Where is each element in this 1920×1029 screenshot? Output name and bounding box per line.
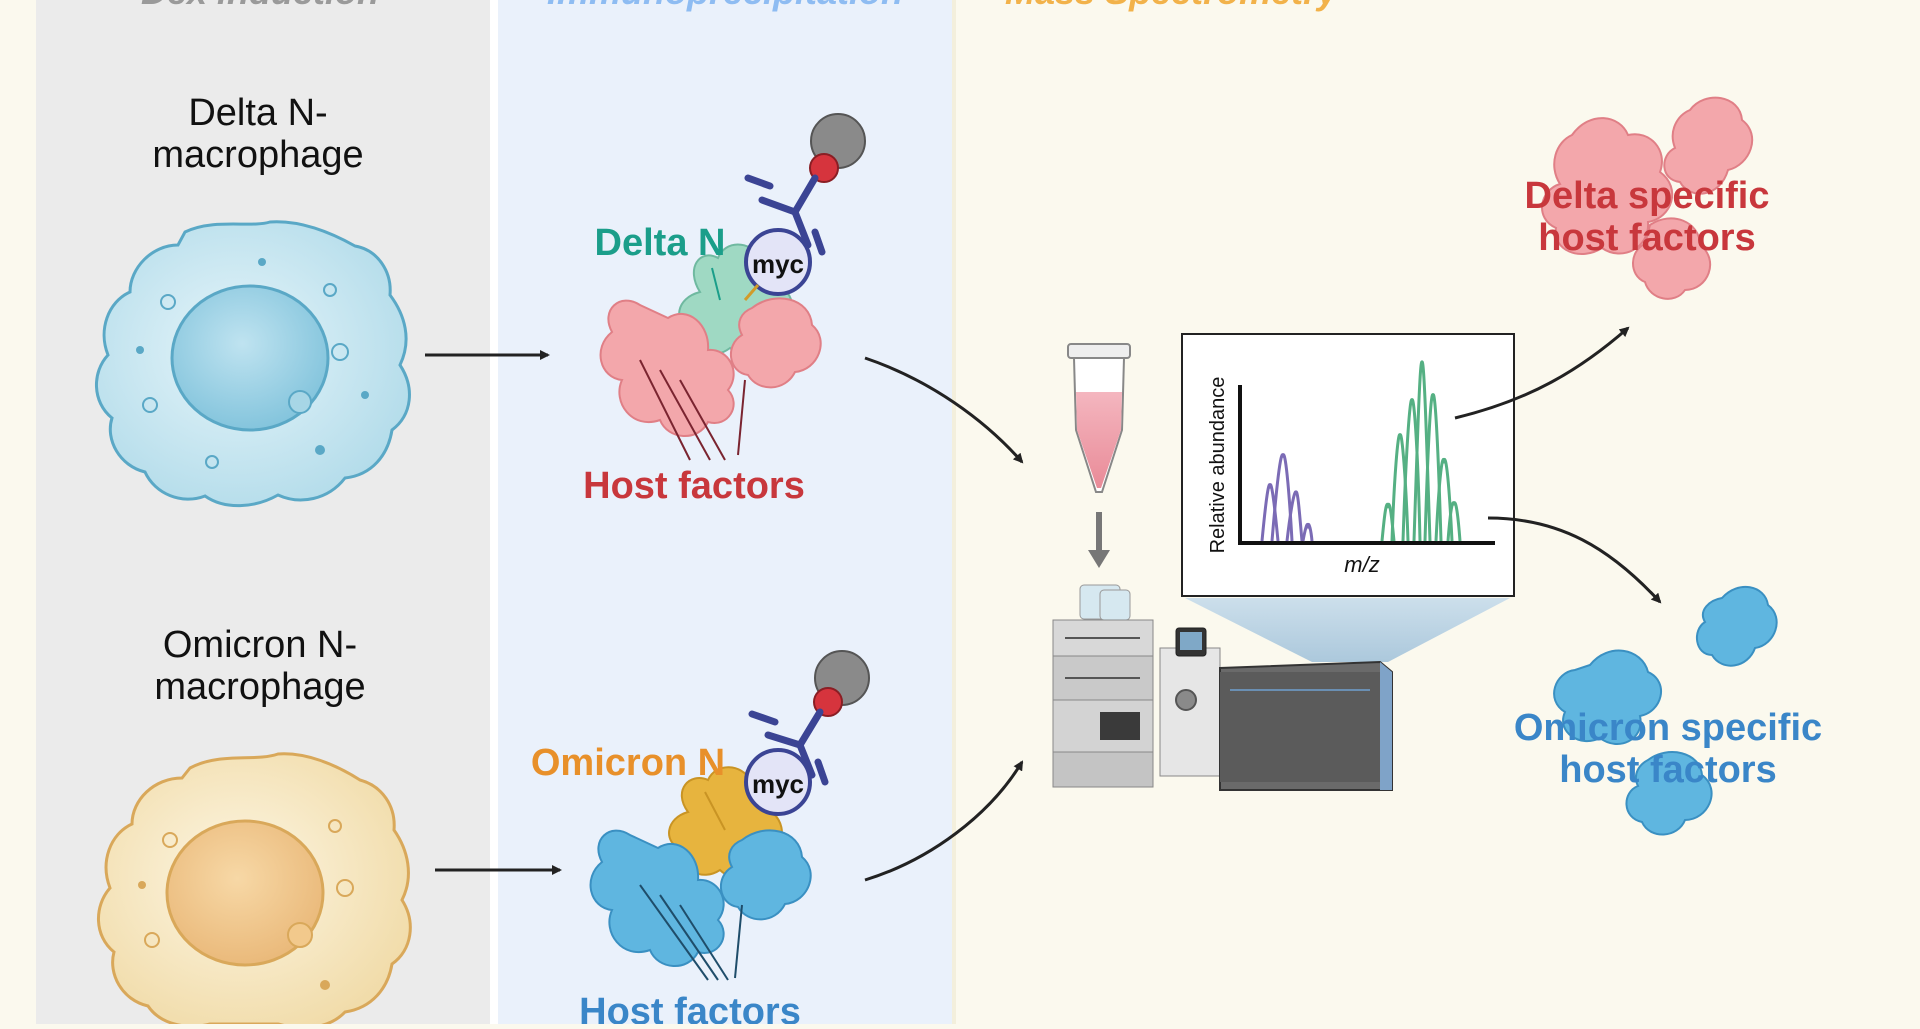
column-title-ip: Immunoprecipitation [547,0,903,12]
omicron-cell-label-line2: macrophage [154,666,365,708]
delta-n-label: Delta N [595,222,726,264]
delta-antibody-icon [744,174,826,256]
mass-spectrometer-icon [1052,584,1510,791]
omicron-protein-complex-icon [589,650,870,981]
omicron-arrow-to-ms [864,760,1024,882]
delta-myc-label: myc [752,249,804,279]
omicron-results-label-line2: host factors [1559,749,1776,791]
delta-results-label-line2: host factors [1538,217,1755,259]
omicron-macrophage-cell-icon [97,752,412,1029]
delta-host-factors-label: Host factors [583,465,805,507]
spectrum-ylabel: Relative abundance [1207,377,1229,554]
omicron-results-label-line1: Omicron specific [1514,707,1822,749]
delta-cell-label-line2: macrophage [152,134,363,176]
spectrum-xlabel: m/z [1344,552,1379,577]
delta-arrow-to-ms [864,356,1024,464]
omicron-cell-label-line1: Omicron N- [163,624,357,666]
delta-results-label-line1: Delta specific [1525,175,1770,217]
spectrum-peaks-green [1380,360,1462,542]
mass-spectrum-panel: Relative abundance m/z [1181,333,1515,597]
column-title-ms: Mass Spectrometry [1005,0,1339,12]
sample-tube-icon [1067,343,1131,568]
omicron-host-factors-icon [1553,585,1778,836]
delta-host-factors-icon [1541,96,1754,300]
omicron-n-label: Omicron N [531,742,725,784]
delta-protein-complex-icon [599,113,866,461]
arrow-to-omicron-results [1487,516,1662,604]
delta-macrophage-cell-icon [95,220,411,508]
spectrum-peaks-purple [1260,453,1314,542]
omicron-myc-label: myc [752,769,804,799]
omicron-antibody-icon [748,708,829,786]
arrow-to-delta-results [1454,326,1630,420]
delta-cell-label-line1: Delta N- [188,92,327,134]
column-title-dex: Dex induction [141,0,379,12]
omicron-host-factors-label: Host factors [579,991,801,1024]
